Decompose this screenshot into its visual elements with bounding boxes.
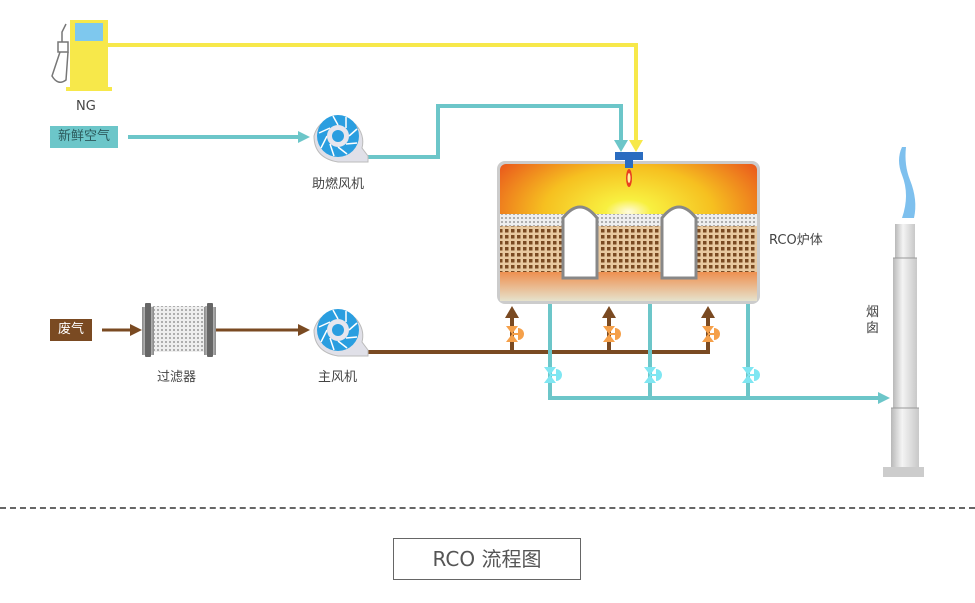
butterfly-valve-icon[interactable] [506,326,524,342]
combustion-fan-label: 助燃风机 [312,177,365,192]
section-divider [0,507,975,509]
chimney-label-line1: 烟 [866,305,880,320]
filter-cartridge-icon [142,303,216,357]
main-fan-label: 主风机 [318,370,358,385]
fresh-air-arrow [298,131,310,143]
butterfly-valve-icon[interactable] [644,367,662,383]
fresh-air-tag: 新鲜空气 [50,126,119,148]
combustion-air-arrow [614,140,628,152]
chimney-label-line2: 囱 [866,321,880,336]
rco-furnace-label: RCO炉体 [769,233,823,248]
exhaust-arrow-1 [130,324,142,336]
chimney-icon [883,147,924,477]
inlet-arrow [505,306,519,318]
chimney-label: 烟 囱 [866,305,880,337]
butterfly-valve-icon[interactable] [544,367,562,383]
ng-label: NG [76,99,96,114]
gas-pump-icon [51,20,112,91]
inlet-arrow [602,306,616,318]
filter-label: 过滤器 [157,370,197,385]
butterfly-valve-icon[interactable] [603,326,621,342]
diagram-title: RCO 流程图 [393,538,581,580]
burner-icon [615,152,643,187]
gas-arrow [629,140,643,152]
combustion-air-line [368,104,623,159]
main-fan-icon [313,309,369,357]
rco-furnace [497,161,760,304]
butterfly-valve-icon[interactable] [742,367,760,383]
combustion-fan-icon [313,115,369,163]
exhaust-gas-tag: 废气 [50,319,93,341]
inlet-arrow [701,306,715,318]
butterfly-valve-icon[interactable] [702,326,720,342]
gas-line [108,43,638,142]
exhaust-arrow-2 [298,324,310,336]
outlet-arrow [878,392,890,404]
